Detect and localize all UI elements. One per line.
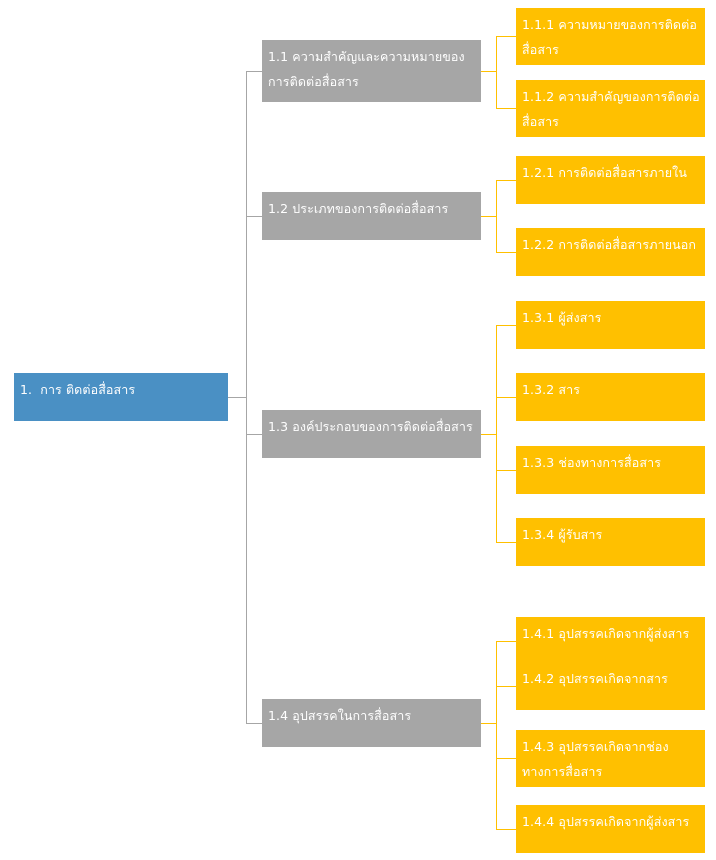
connector-stub-1-4 bbox=[481, 723, 496, 724]
node-leaf-1-1-1[interactable]: 1.1.1 ความหมายของการติดต่อสื่อสาร bbox=[516, 8, 705, 65]
node-leaf-1-4-1[interactable]: 1.4.1 อุปสรรคเกิดจากผู้ส่งสาร bbox=[516, 617, 705, 665]
node-branch-1-4[interactable]: 1.4 อุปสรรคในการสื่อสาร bbox=[262, 699, 481, 747]
node-leaf-1-3-1[interactable]: 1.3.1 ผู้ส่งสาร bbox=[516, 301, 705, 349]
connector-to-branch-1-2 bbox=[246, 216, 262, 217]
connector-to-node-1-4-2 bbox=[496, 686, 516, 687]
node-leaf-1-4-3[interactable]: 1.4.3 อุปสรรคเกิดจากช่องทางการสื่อสาร bbox=[516, 730, 705, 787]
connector-level2-trunk bbox=[246, 71, 247, 724]
connector-trunk-1-4 bbox=[496, 641, 497, 829]
node-leaf-1-3-4[interactable]: 1.3.4 ผู้รับสาร bbox=[516, 518, 705, 566]
connector-to-branch-1-4 bbox=[246, 723, 262, 724]
node-leaf-1-3-3[interactable]: 1.3.3 ช่องทางการสื่อสาร bbox=[516, 446, 705, 494]
connector-to-branch-1-3 bbox=[246, 434, 262, 435]
connector-to-node-1-2-2 bbox=[496, 252, 516, 253]
connector-to-node-1-4-1 bbox=[496, 641, 516, 642]
node-branch-1-1[interactable]: 1.1 ความสำคัญและความหมายของการติดต่อสื่อ… bbox=[262, 40, 481, 102]
connector-to-node-1-3-1 bbox=[496, 325, 516, 326]
connector-to-node-1-2-1 bbox=[496, 180, 516, 181]
node-leaf-1-3-2[interactable]: 1.3.2 สาร bbox=[516, 373, 705, 421]
connector-trunk-1-3 bbox=[496, 325, 497, 542]
node-leaf-1-2-1[interactable]: 1.2.1 การติดต่อสื่อสารภายใน bbox=[516, 156, 705, 204]
node-leaf-1-4-4[interactable]: 1.4.4 อุปสรรคเกิดจากผู้ส่งสาร bbox=[516, 805, 705, 853]
node-leaf-1-1-2[interactable]: 1.1.2 ความสำคัญของการติดต่อสื่อสาร bbox=[516, 80, 705, 137]
node-leaf-1-4-2[interactable]: 1.4.2 อุปสรรคเกิดจากสาร bbox=[516, 662, 705, 710]
connector-to-node-1-4-3 bbox=[496, 758, 516, 759]
connector-to-node-1-3-3 bbox=[496, 470, 516, 471]
connector-trunk-1-2 bbox=[496, 180, 497, 252]
connector-to-branch-1-1 bbox=[246, 71, 262, 72]
node-branch-1-3[interactable]: 1.3 องค์ประกอบของการติดต่อสื่อสาร bbox=[262, 410, 481, 458]
connector-to-node-1-1-2 bbox=[496, 108, 516, 109]
connector-root-stub bbox=[228, 397, 246, 398]
connector-to-node-1-3-2 bbox=[496, 397, 516, 398]
connector-to-node-1-1-1 bbox=[496, 36, 516, 37]
connector-stub-1-1 bbox=[481, 71, 496, 72]
connector-stub-1-3 bbox=[481, 434, 496, 435]
node-branch-1-2[interactable]: 1.2 ประเภทของการติดต่อสื่อสาร bbox=[262, 192, 481, 240]
connector-trunk-1-1 bbox=[496, 36, 497, 108]
node-root-1[interactable]: 1. การ ติดต่อสื่อสาร bbox=[14, 373, 228, 421]
node-leaf-1-2-2[interactable]: 1.2.2 การติดต่อสื่อสารภายนอก bbox=[516, 228, 705, 276]
connector-to-node-1-3-4 bbox=[496, 542, 516, 543]
connector-stub-1-2 bbox=[481, 216, 496, 217]
connector-to-node-1-4-4 bbox=[496, 829, 516, 830]
